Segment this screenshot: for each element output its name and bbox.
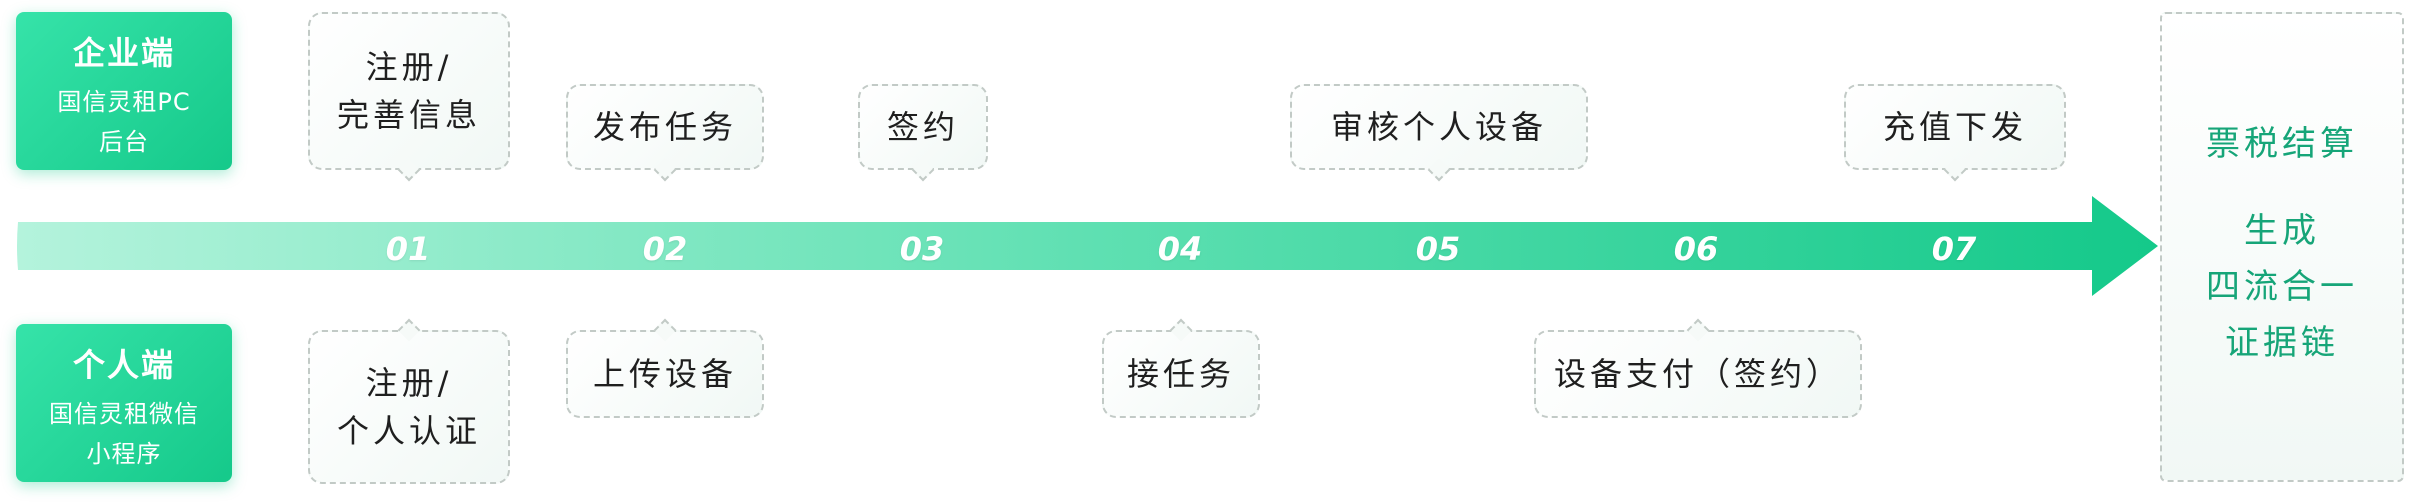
bottom-task-01-text: 注册/ 个人认证 — [337, 359, 481, 455]
bottom-task-04-label: 接任务 — [1126, 355, 1235, 393]
top-task-01-text: 注册/ 完善信息 — [337, 43, 481, 139]
top-task-01-line1: 注册/ — [365, 48, 453, 86]
step-number-01: 01 — [385, 230, 431, 268]
callout-tail — [1686, 318, 1710, 342]
result-line2: 四流合一 — [2206, 267, 2358, 307]
step-number-05: 05 — [1415, 230, 1461, 268]
top-task-01-line2: 完善信息 — [336, 96, 481, 134]
top-task-01: 注册/ 完善信息 — [308, 12, 510, 182]
timeline-arrow — [17, 196, 2158, 296]
callout-tail — [1169, 318, 1193, 342]
personal-subtitle-line1: 国信灵租微信 — [49, 400, 199, 428]
enterprise-card: 企业端 国信灵租PC 后台 — [16, 12, 232, 170]
top-task-03-label: 签约 — [886, 108, 959, 146]
bottom-task-01: 注册/ 个人认证 — [308, 318, 510, 484]
step-number-03: 03 — [899, 230, 945, 268]
callout-tail — [397, 158, 421, 182]
callout-tail — [911, 158, 935, 182]
bottom-task-06: 设备支付（签约） — [1534, 318, 1862, 418]
step-number-07: 07 — [1931, 230, 1977, 268]
top-task-02-label: 发布任务 — [592, 108, 737, 146]
callout-tail — [397, 318, 421, 342]
enterprise-subtitle-line1: 国信灵租PC — [57, 88, 191, 116]
top-task-07-label: 充值下发 — [1882, 108, 2027, 146]
callout-tail — [1943, 158, 1967, 182]
bottom-task-04: 接任务 — [1102, 318, 1260, 418]
callout-tail — [653, 158, 677, 182]
bottom-task-06-label: 设备支付（签约） — [1553, 355, 1842, 393]
callout-tail — [653, 318, 677, 342]
callout-tail — [1427, 158, 1451, 182]
bottom-task-02-label: 上传设备 — [592, 355, 737, 393]
result-title: 票税结算 — [2206, 124, 2358, 164]
result-panel: 票税结算 生成 四流合一 证据链 — [2160, 12, 2404, 482]
result-line1: 生成 — [2244, 211, 2320, 251]
bottom-task-02: 上传设备 — [566, 318, 764, 418]
top-task-07: 充值下发 — [1844, 84, 2066, 182]
bottom-task-01-line1: 注册/ — [365, 364, 453, 402]
personal-subtitle: 国信灵租微信 小程序 — [16, 394, 232, 474]
top-task-03: 签约 — [858, 84, 988, 182]
personal-title: 个人端 — [72, 346, 175, 384]
enterprise-title: 企业端 — [72, 34, 175, 72]
enterprise-subtitle: 国信灵租PC 后台 — [16, 82, 232, 162]
top-task-05: 审核个人设备 — [1290, 84, 1588, 182]
step-number-04: 04 — [1157, 230, 1203, 268]
bottom-task-01-line2: 个人认证 — [336, 412, 481, 450]
top-task-02: 发布任务 — [566, 84, 764, 182]
personal-subtitle-line2: 小程序 — [86, 440, 162, 468]
top-task-05-label: 审核个人设备 — [1330, 108, 1547, 146]
result-line3: 证据链 — [2225, 323, 2339, 363]
timeline-arrow-shape — [17, 196, 2158, 296]
step-number-02: 02 — [642, 230, 688, 268]
step-number-06: 06 — [1673, 230, 1719, 268]
personal-card: 个人端 国信灵租微信 小程序 — [16, 324, 232, 482]
enterprise-subtitle-line2: 后台 — [99, 128, 149, 156]
